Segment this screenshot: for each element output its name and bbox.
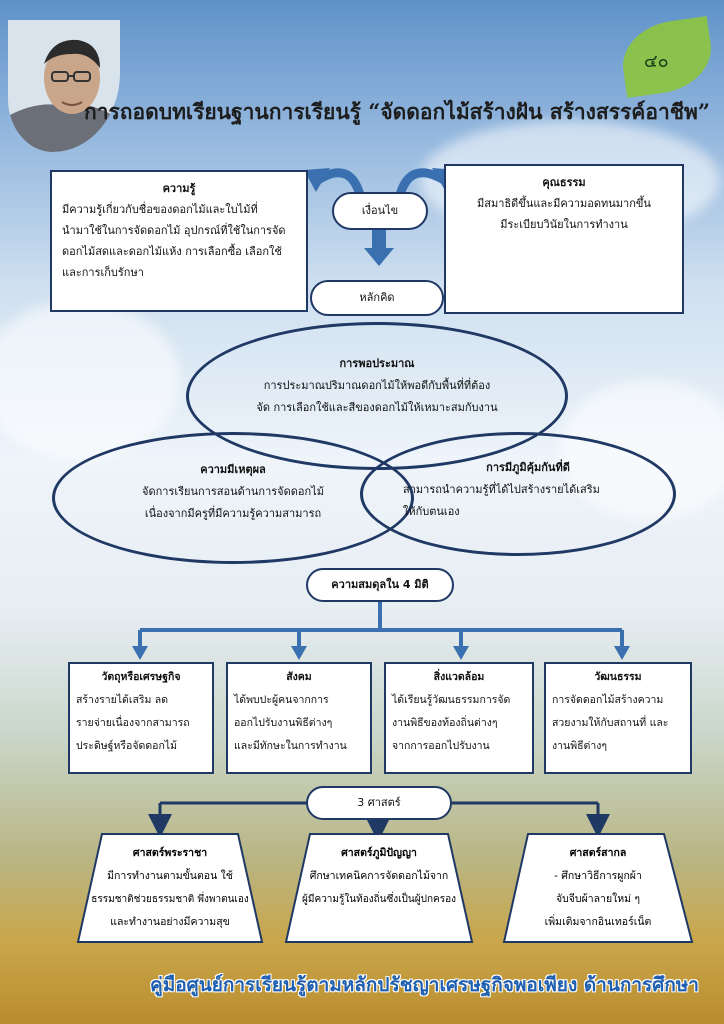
dimension-line: ประดิษฐ์หรือจัดดอกไม้ xyxy=(76,740,178,752)
science-line: เพิ่มเติมจากอินเทอร์เน็ต xyxy=(544,916,652,928)
footer-text: คู่มือศูนย์การเรียนรู้ตามหลักปรัชญาเศรษฐ… xyxy=(150,974,699,996)
immunity-line: สามารถนำความรู้ที่ได้ไปสร้างรายได้เสริม xyxy=(403,483,600,496)
virtue-line: มีระเบียบวินัยในการทำงาน xyxy=(500,218,628,231)
reasonableness-line: จัดการเรียนการสอนด้านการจัดดอกไม้ xyxy=(142,485,324,498)
science-universal-shape xyxy=(502,833,694,943)
virtue-line: มีสมาธิดีขึ้นและมีความอดทนมากขึ้น xyxy=(477,197,651,210)
science-line: จับจีบผ้าลายใหม่ ๆ xyxy=(555,893,641,905)
dimension-heading: วัฒนธรรม xyxy=(594,671,642,683)
dimension-line: สวยงามให้กับสถานที่ และ xyxy=(552,717,669,729)
science-heading: ศาสตร์ภูมิปัญญา xyxy=(341,847,417,859)
dimension-heading: วัตถุหรือเศรษฐกิจ xyxy=(101,671,181,683)
science-universal-text: ศาสตร์สากล - ศึกษาวิธีการผูกผ้า จับจีบผ้… xyxy=(504,842,692,934)
dimension-line: การจัดดอกไม้สร้างความ xyxy=(552,694,664,706)
knowledge-line: นำมาใช้ในการจัดดอกไม้ อุปกรณ์ที่ใช้ในการ… xyxy=(62,224,286,237)
page-number: ๔๐ xyxy=(644,51,669,72)
knowledge-line: มีความรู้เกี่ยวกับชื่อของดอกไม้และใบไม้ท… xyxy=(62,203,258,216)
dimension-line: สร้างรายได้เสริม ลด xyxy=(76,694,169,706)
dimension-line: งานพิธีต่างๆ xyxy=(552,740,608,752)
moderation-line: จัด การเลือกใช้และสีของดอกไม้ให้เหมาะสมก… xyxy=(256,401,498,414)
dimension-heading: สังคม xyxy=(286,671,312,683)
knowledge-line: ดอกไม้สดและดอกไม้แห้ง การเลือกซื้อ เลือก… xyxy=(62,245,282,258)
science-heading: ศาสตร์สากล xyxy=(569,847,627,859)
knowledge-heading: ความรู้ xyxy=(162,182,196,195)
dimension-environment-box: สิ่งแวดล้อม ได้เรียนรู้วัฒนธรรมการจัด งา… xyxy=(384,662,534,774)
dimension-line: และมีทักษะในการทำงาน xyxy=(234,740,347,752)
science-line: - ศึกษาวิธีการผูกผ้า xyxy=(554,870,642,882)
science-line: มีการทำงานตามขั้นตอน ใช้ xyxy=(107,870,233,882)
science-line: และทำงานอย่างมีความสุข xyxy=(110,916,230,928)
science-line: ผู้มีความรู้ในท้องถิ่นซึ่งเป็นผู้ปกครอง xyxy=(302,894,456,905)
immunity-line: ให้กับตนเอง xyxy=(403,505,460,518)
science-heading: ศาสตร์พระราชา xyxy=(132,847,208,859)
dimension-heading: สิ่งแวดล้อม xyxy=(433,671,485,683)
knowledge-line: และการเก็บรักษา xyxy=(62,266,144,279)
page-title: การถอดบทเรียนฐานการเรียนรู้ “จัดดอกไม้สร… xyxy=(84,99,710,124)
reasonableness-heading: ความมีเหตุผล xyxy=(200,463,266,476)
condition-label: เงื่อนไข xyxy=(332,192,428,230)
science-wisdom-text: ศาสตร์ภูมิปัญญา ศึกษาเทคนิคการจัดดอกไม้จ… xyxy=(286,842,472,911)
dimension-culture-box: วัฒนธรรม การจัดดอกไม้สร้างความ สวยงามให้… xyxy=(544,662,692,774)
moderation-heading: การพอประมาณ xyxy=(339,357,415,370)
sciences-label: 3 ศาสตร์ xyxy=(306,786,452,820)
dimension-line: ออกไปรับงานพิธีต่างๆ xyxy=(234,717,333,729)
science-royal-text: ศาสตร์พระราชา มีการทำงานตามขั้นตอน ใช้ ธ… xyxy=(78,842,262,934)
immunity-oval: การมีภูมิคุ้มกันที่ดี สามารถนำความรู้ที่… xyxy=(360,432,676,556)
dimension-economic-box: วัตถุหรือเศรษฐกิจ สร้างรายได้เสริม ลด รา… xyxy=(68,662,214,774)
dimension-line: ได้พบปะผู้คนจากการ xyxy=(234,694,329,706)
virtue-box: คุณธรรม มีสมาธิดีขึ้นและมีความอดทนมากขึ้… xyxy=(444,164,684,314)
dimension-social-box: สังคม ได้พบปะผู้คนจากการ ออกไปรับงานพิธี… xyxy=(226,662,372,774)
science-line: ธรรมชาติช่วยธรรมชาติ พึ่งพาตนเอง xyxy=(91,894,249,905)
principle-label: หลักคิด xyxy=(310,280,444,316)
reasonableness-line: เนื่องจากมีครูที่มีความรู้ความสามารถ xyxy=(144,507,322,520)
science-wisdom-shape xyxy=(284,833,474,943)
dimension-line: งานพิธีของท้องถิ่นต่างๆ xyxy=(392,717,498,729)
science-line: ศึกษาเทคนิคการจัดดอกไม้จาก xyxy=(309,870,449,882)
dimension-line: ได้เรียนรู้วัฒนธรรมการจัด xyxy=(392,694,511,706)
dimension-line: รายจ่ายเนื่องจากสามารถ xyxy=(76,717,190,729)
virtue-heading: คุณธรรม xyxy=(542,176,586,189)
balance-label: ความสมดุลใน 4 มิติ xyxy=(306,568,454,602)
knowledge-box: ความรู้ มีความรู้เกี่ยวกับชื่อของดอกไม้แ… xyxy=(50,170,308,312)
science-royal-shape xyxy=(76,833,264,943)
cloud xyxy=(0,300,180,460)
immunity-heading: การมีภูมิคุ้มกันที่ดี xyxy=(486,461,570,474)
moderation-line: การประมาณปริมาณดอกไม้ให้พอดีกับพื้นที่ที… xyxy=(263,379,491,392)
dimension-line: จากการออกไปรับงาน xyxy=(392,740,490,752)
